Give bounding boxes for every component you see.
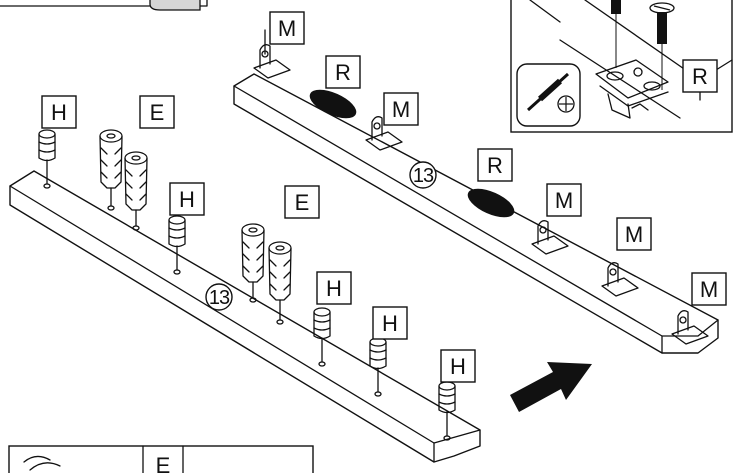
hinge-plate-icon — [595, 59, 669, 119]
label-m: M — [546, 183, 582, 217]
dowel-e — [268, 241, 292, 325]
svg-text:M: M — [700, 277, 718, 302]
label-m: M — [383, 92, 419, 126]
label-e: E — [284, 185, 320, 219]
label-r-inset: R — [682, 59, 718, 93]
label-h: H — [169, 182, 205, 216]
screwdriver-icon — [516, 63, 581, 127]
connector-h — [438, 381, 456, 441]
label-m: M — [269, 11, 305, 45]
connector-h — [38, 129, 56, 189]
pad-r — [467, 188, 515, 218]
label-r: R — [477, 148, 513, 182]
label-h: H — [440, 349, 476, 383]
screw-icon — [649, 2, 675, 90]
inset-top-left — [0, 0, 208, 11]
inset-hinge-detail: R — [510, 0, 733, 133]
label-h: H — [372, 306, 408, 340]
label-h: H — [41, 95, 77, 129]
connector-h — [168, 215, 186, 275]
panel-front — [9, 170, 481, 463]
svg-text:M: M — [555, 188, 573, 213]
step-number-circle: 13 — [205, 283, 233, 311]
label-m: M — [616, 217, 652, 251]
screw-icon — [611, 0, 621, 68]
svg-text:R: R — [692, 64, 708, 89]
svg-text:M: M — [392, 97, 410, 122]
svg-text:H: H — [179, 187, 195, 212]
label-e-inset: E — [156, 453, 171, 473]
svg-text:13: 13 — [413, 165, 434, 187]
label-r: R — [325, 55, 361, 89]
svg-text:H: H — [450, 354, 466, 379]
label-m: M — [691, 272, 727, 306]
connector-h — [313, 307, 331, 367]
mount-plate-m — [671, 310, 709, 345]
svg-text:H: H — [382, 311, 398, 336]
svg-text:M: M — [625, 222, 643, 247]
mount-plate-m — [531, 220, 569, 255]
pad-r — [309, 89, 357, 119]
panel-back — [233, 73, 719, 354]
dowel-e — [124, 151, 148, 231]
svg-text:H: H — [326, 276, 342, 301]
svg-text:M: M — [278, 16, 296, 41]
step-number-circle: 13 — [409, 161, 437, 189]
label-h: H — [316, 271, 352, 305]
label-e: E — [139, 95, 175, 129]
mount-plate-m — [253, 29, 291, 79]
dowel-e — [241, 223, 265, 303]
mount-plate-m — [365, 116, 403, 151]
svg-text:R: R — [487, 153, 503, 178]
inset-bottom-left: E — [8, 445, 314, 473]
dowel-e — [99, 129, 123, 211]
svg-text:13: 13 — [209, 287, 230, 309]
svg-text:E: E — [295, 190, 310, 215]
svg-text:H: H — [51, 100, 67, 125]
svg-text:R: R — [335, 60, 351, 85]
direction-arrow-icon — [510, 362, 592, 412]
svg-text:E: E — [150, 100, 165, 125]
mount-plate-m — [601, 262, 639, 297]
